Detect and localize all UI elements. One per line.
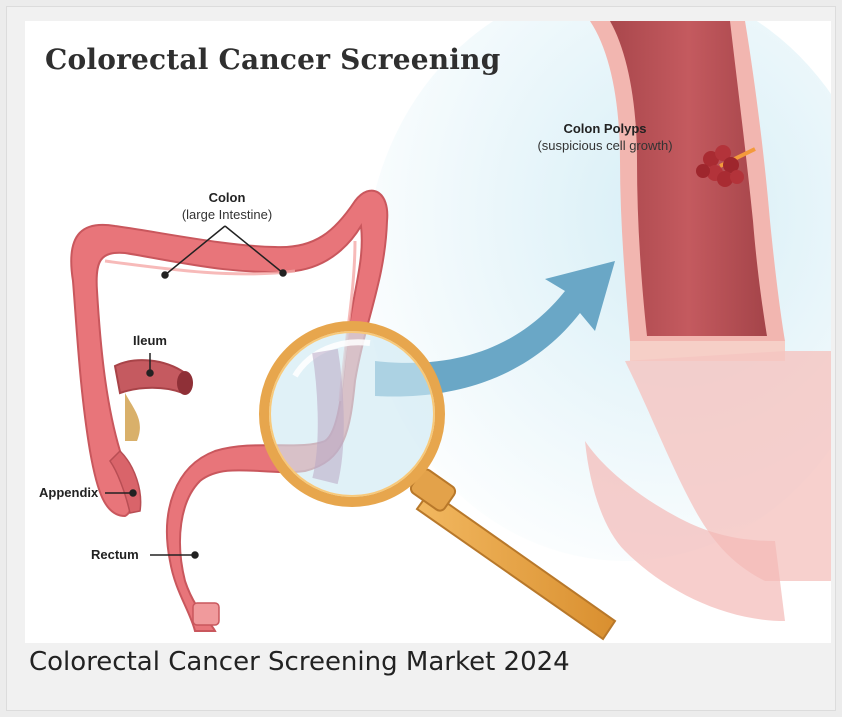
label-rectum: Rectum — [91, 547, 139, 562]
label-colon-sub: (large Intestine) — [167, 207, 287, 222]
figure-title: Colorectal Cancer Screening — [45, 43, 500, 76]
label-polyps-sub: (suspicious cell growth) — [520, 138, 690, 153]
label-appendix: Appendix — [39, 485, 98, 500]
image-caption[interactable]: Colorectal Cancer Screening Market 2024 — [29, 647, 570, 677]
label-ileum: Ileum — [133, 333, 167, 348]
image-card: Colorectal Cancer Screening Colon (large… — [6, 6, 836, 711]
illustration[interactable]: Colorectal Cancer Screening Colon (large… — [25, 21, 831, 643]
ileum-opening — [177, 371, 193, 395]
label-polyps: Colon Polyps — [530, 121, 680, 136]
anatomy-illustration — [25, 21, 831, 643]
label-colon: Colon — [187, 190, 267, 205]
